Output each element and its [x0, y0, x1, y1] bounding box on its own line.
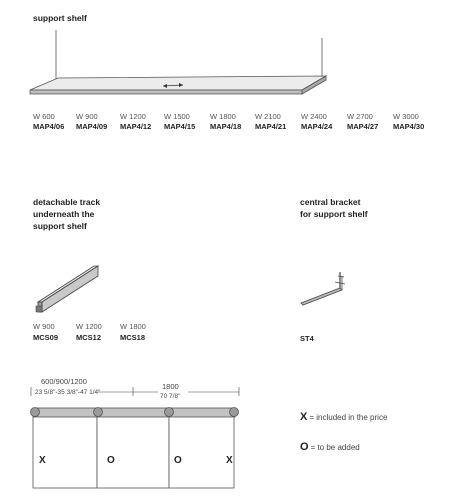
shelf-size-code: MAP4/24 — [301, 122, 333, 131]
shelf-size-code: MAP4/21 — [255, 122, 287, 131]
shelf-size-code: MAP4/18 — [210, 122, 242, 131]
shelf-size-width: W 3000 — [393, 112, 419, 121]
shelf-size-code: MAP4/06 — [33, 122, 65, 131]
track-size-code: MCS09 — [33, 333, 59, 342]
track-size-width: W 1200 — [76, 322, 102, 331]
dimension-right-inches: 70 7/8" — [160, 393, 181, 400]
track-title-line-1: detachable track — [33, 197, 101, 207]
track-title-line-2: underneath the — [33, 209, 95, 219]
bracket-title-line-2: for support shelf — [300, 209, 368, 219]
detachable-track-drawing — [35, 265, 100, 313]
track-size-code: MCS12 — [76, 333, 102, 342]
support-shelf-title: support shelf — [33, 13, 87, 23]
shelf-size-code: MAP4/09 — [76, 122, 108, 131]
shelf-size-code: MAP4/12 — [120, 122, 152, 131]
shelf-size-width: W 1500 — [164, 112, 190, 121]
diagram-mark-2: O — [107, 455, 115, 466]
legend-to-be-added: O= to be added — [300, 441, 360, 453]
shelf-size-width: W 1800 — [210, 112, 236, 121]
legend-to-be-added-text: = to be added — [310, 443, 360, 452]
legend-included: X= included in the price — [300, 411, 387, 423]
bracket-title-line-1: central bracket — [300, 197, 361, 207]
legend-included-symbol: X — [300, 411, 308, 423]
diagram-mark-1: X — [39, 455, 46, 466]
shelf-size-width: W 2400 — [301, 112, 327, 121]
track-title-line-3: support shelf — [33, 221, 87, 231]
bracket-title: central bracket for support shelf — [300, 196, 368, 220]
track-size-code: MCS18 — [120, 333, 146, 342]
central-bracket-drawing — [300, 272, 346, 306]
support-shelf-drawing — [29, 30, 328, 95]
track-title: detachable track underneath the support … — [33, 196, 100, 232]
diagram-mark-3: O — [174, 455, 182, 466]
diagram-mark-4: X — [226, 455, 233, 466]
shelf-size-code: MAP4/15 — [164, 122, 196, 131]
legend-to-be-added-symbol: O — [300, 441, 309, 453]
legend-included-text: = included in the price — [309, 413, 388, 422]
shelf-size-width: W 2700 — [347, 112, 373, 121]
shelf-size-code: MAP4/30 — [393, 122, 425, 131]
track-size-width: W 900 — [33, 322, 55, 331]
shelf-size-code: MAP4/27 — [347, 122, 379, 131]
shelf-size-width: W 2100 — [255, 112, 281, 121]
shelf-size-width: W 900 — [76, 112, 98, 121]
bracket-code: ST4 — [300, 334, 314, 343]
track-size-width: W 1800 — [120, 322, 146, 331]
dimension-right-mm: 1800 — [162, 382, 179, 391]
shelf-size-width: W 600 — [33, 112, 55, 121]
shelf-size-width: W 1200 — [120, 112, 146, 121]
dimension-left-mm: 600/900/1200 — [41, 377, 87, 386]
dimension-left-inches: 23 5/8"-35 3/8"-47 1/4" — [35, 389, 101, 396]
